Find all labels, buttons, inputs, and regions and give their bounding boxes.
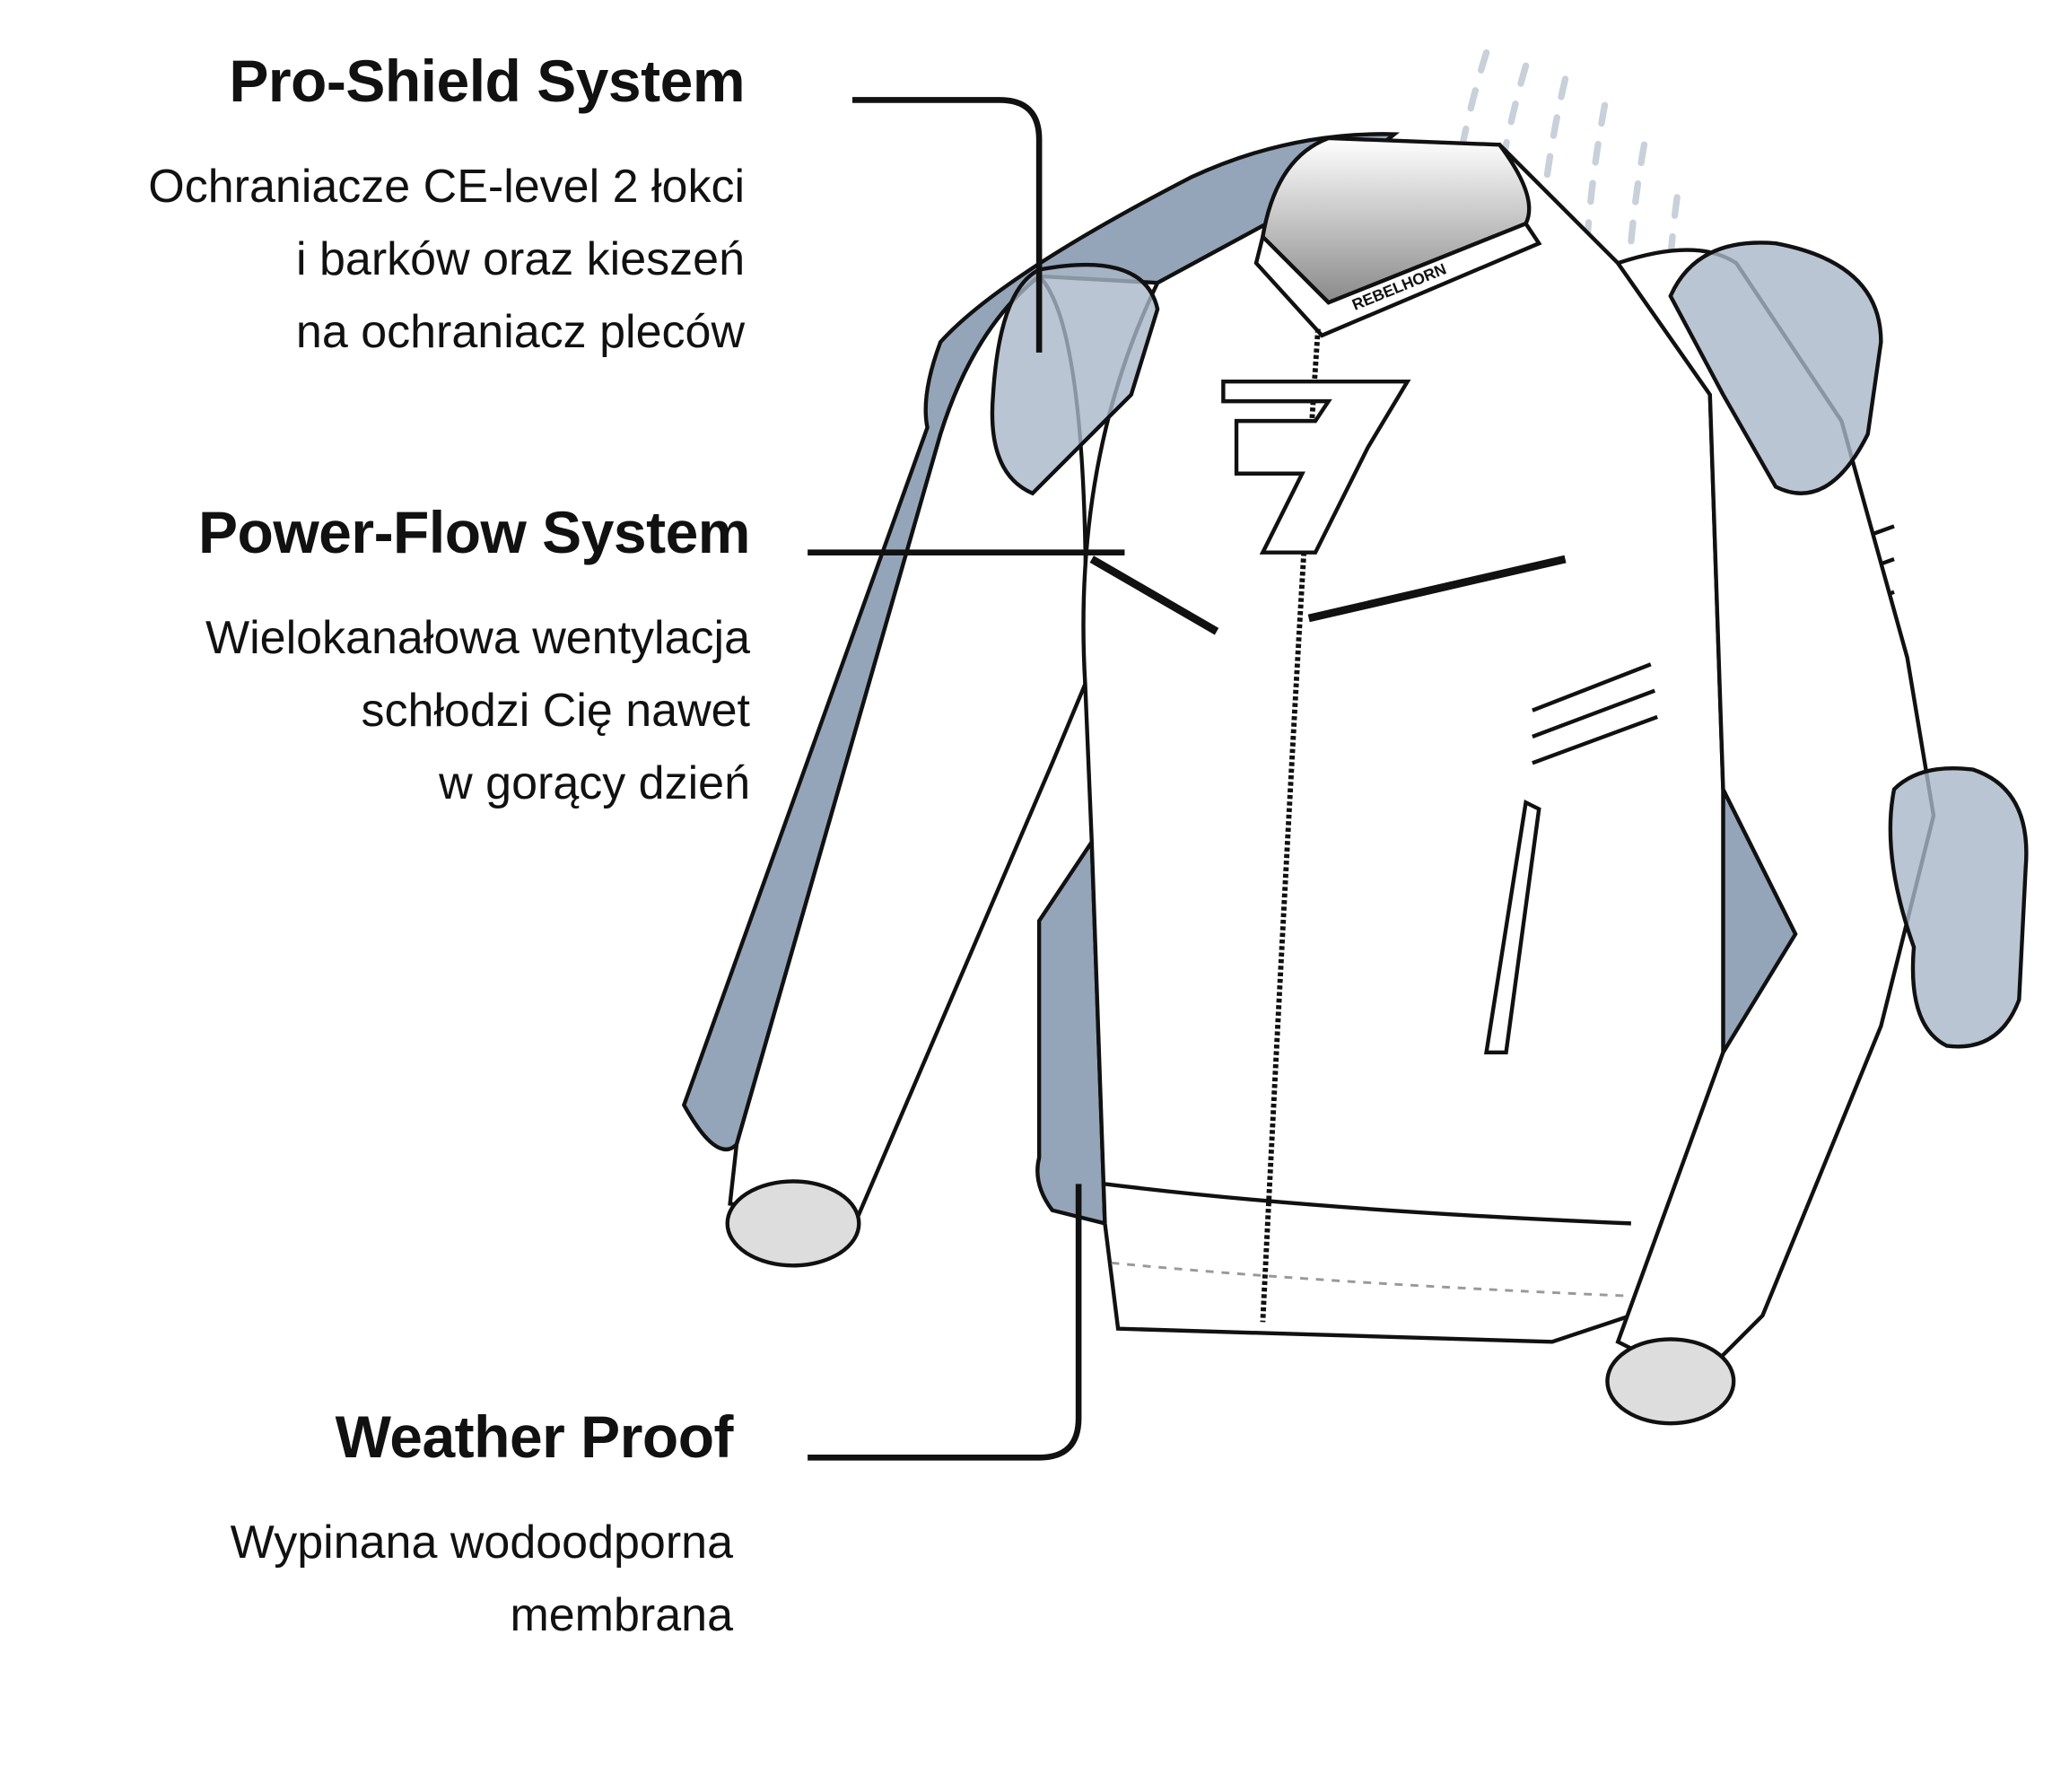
description-line: i barków oraz kieszeń xyxy=(296,233,745,285)
description-line: Ochraniacze CE-level 2 łokci xyxy=(148,161,745,213)
feature-description: Wielokanałowa wentylacja schłodzi Cię na… xyxy=(198,602,750,820)
description-line: Wypinana wodoodporna xyxy=(230,1517,733,1569)
description-line: membrana xyxy=(510,1589,733,1641)
shoulder-protector-left xyxy=(990,262,1160,496)
description-line: schłodzi Cię nawet xyxy=(361,685,750,737)
right-cuff xyxy=(1605,1337,1736,1426)
collar xyxy=(1261,135,1532,305)
leader-pro-shield xyxy=(851,97,1043,353)
feature-description: Ochraniacze CE-level 2 łokci i barków or… xyxy=(148,151,745,369)
feature-title: Pro-Shield System xyxy=(229,48,745,114)
feature-power-flow: Power-Flow System Wielokanałowa wentylac… xyxy=(198,496,751,820)
description-line: w gorący dzień xyxy=(439,757,750,809)
torso xyxy=(1081,142,1725,1344)
leader-weather-proof xyxy=(808,1184,1082,1461)
description-line: na ochraniacz pleców xyxy=(295,306,745,358)
feature-title: Weather Proof xyxy=(335,1403,734,1470)
shoulder-protector-right xyxy=(1668,240,1883,495)
feature-weather-proof: Weather Proof Wypinana wodoodporna membr… xyxy=(231,1401,734,1652)
vent-zip-right xyxy=(1307,555,1567,623)
vent-zip-left xyxy=(1089,555,1219,635)
left-cuff xyxy=(725,1179,861,1268)
description-line: Wielokanałowa wentylacja xyxy=(205,612,750,664)
feature-pro-shield: Pro-Shield System Ochraniacze CE-level 2… xyxy=(148,45,745,369)
feature-description: Wypinana wodoodporna membrana xyxy=(231,1507,733,1652)
feature-title: Power-Flow System xyxy=(198,499,751,565)
brand-logo xyxy=(1221,379,1411,555)
leader-lines xyxy=(808,97,1125,1461)
membrane-back xyxy=(681,132,1401,1151)
elbow-protector-right xyxy=(1888,765,2029,1049)
